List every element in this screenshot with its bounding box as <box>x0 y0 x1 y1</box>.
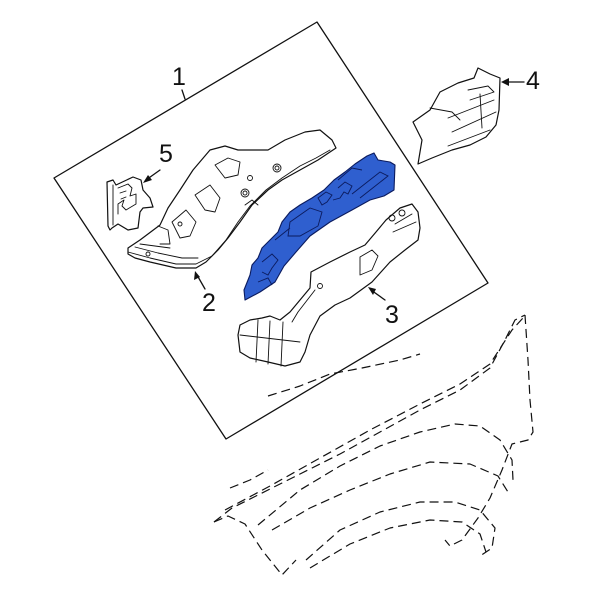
part-5-bracket[interactable] <box>106 176 154 231</box>
callout-4[interactable]: 4 <box>501 67 540 95</box>
callout-2[interactable]: 2 <box>194 271 216 317</box>
part-3-frame-rail[interactable] <box>237 203 421 367</box>
callout-3-label: 3 <box>385 301 399 329</box>
callout-1-label: 1 <box>172 63 186 91</box>
fender-outline <box>213 314 534 576</box>
callout-1-leader <box>181 89 186 100</box>
callout-3[interactable]: 3 <box>368 287 399 329</box>
callout-1[interactable]: 1 <box>172 63 186 100</box>
callout-4-label: 4 <box>526 67 540 95</box>
part-2-wheel-housing[interactable] <box>127 129 337 269</box>
arrow-icon <box>194 271 200 280</box>
arrow-icon <box>368 287 376 295</box>
part-4-upper-bracket[interactable] <box>412 67 501 165</box>
highlighted-reinforcement-panel[interactable] <box>243 152 396 301</box>
arrow-icon <box>143 175 152 183</box>
arrow-icon <box>501 78 509 86</box>
callout-5[interactable]: 5 <box>143 140 173 183</box>
callout-2-label: 2 <box>202 289 216 317</box>
callout-5-label: 5 <box>159 140 173 168</box>
group-frame <box>53 21 489 440</box>
